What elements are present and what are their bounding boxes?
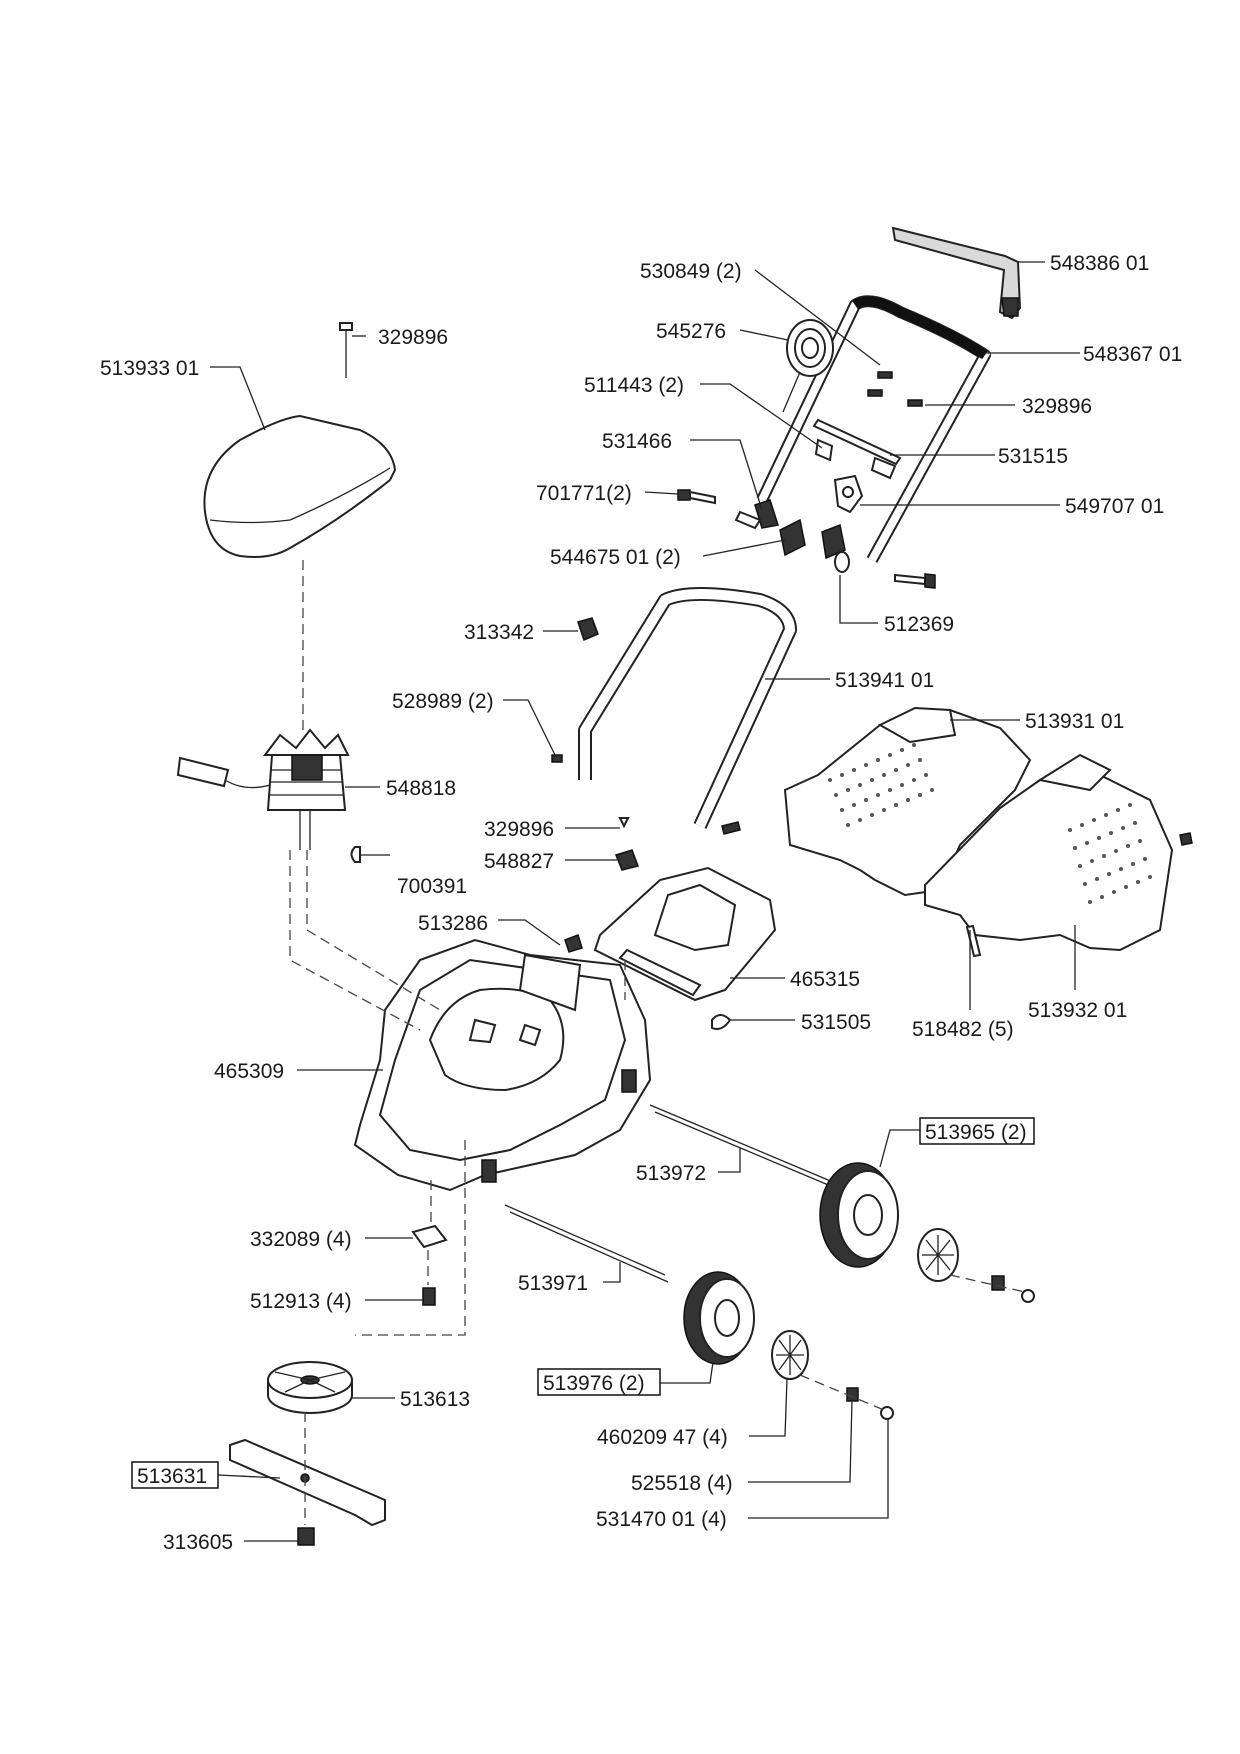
label-513933: 513933 01 bbox=[100, 357, 199, 380]
label-513286: 513286 bbox=[418, 912, 488, 935]
label-513971: 513971 bbox=[518, 1272, 588, 1295]
label-545276: 545276 bbox=[656, 320, 726, 343]
label-548386: 548386 01 bbox=[1050, 252, 1149, 275]
label-332089: 332089 (4) bbox=[250, 1228, 352, 1251]
label-460209: 460209 47 (4) bbox=[597, 1426, 728, 1449]
lower-handle-part bbox=[578, 587, 797, 829]
label-531466: 531466 bbox=[602, 430, 672, 453]
motor-cover-part bbox=[203, 414, 397, 558]
label-518482: 518482 (5) bbox=[912, 1018, 1014, 1041]
front-hubcap-part bbox=[771, 1330, 809, 1380]
label-465309: 465309 bbox=[214, 1060, 284, 1083]
label-548818: 548818 bbox=[386, 777, 456, 800]
label-531515: 531515 bbox=[998, 445, 1068, 468]
label-528989: 528989 (2) bbox=[392, 690, 494, 713]
label-549707: 549707 01 bbox=[1065, 495, 1164, 518]
grass-bag-part bbox=[924, 768, 1174, 952]
front-wheel-part bbox=[683, 1271, 755, 1365]
label-513941: 513941 01 bbox=[835, 669, 934, 692]
cable-reel-part bbox=[782, 319, 834, 413]
label-box-513965 bbox=[919, 1117, 1035, 1145]
upper-handle-group bbox=[677, 226, 1022, 589]
label-544675: 544675 01 (2) bbox=[550, 546, 681, 569]
label-465315: 465315 bbox=[790, 968, 860, 991]
motor-cover-group bbox=[176, 322, 639, 871]
label-511443: 511443 (2) bbox=[584, 374, 684, 397]
label-530849: 530849 (2) bbox=[640, 260, 742, 283]
label-525518: 525518 (4) bbox=[631, 1472, 733, 1495]
nut-plate-part bbox=[411, 1224, 448, 1249]
label-329896-mid: 329896 bbox=[484, 818, 554, 841]
rear-axle-part bbox=[649, 1104, 841, 1186]
deck-group bbox=[353, 866, 777, 1192]
label-513976: 513976 (2) bbox=[543, 1372, 645, 1395]
label-512369: 512369 bbox=[884, 613, 954, 636]
leader-lines bbox=[210, 261, 1080, 1542]
label-513613: 513613 bbox=[400, 1388, 470, 1411]
label-701771: 701771(2) bbox=[536, 482, 632, 505]
label-531505: 531505 bbox=[801, 1011, 871, 1034]
label-box-513976 bbox=[537, 1368, 661, 1396]
blade-bolt-part bbox=[422, 1287, 436, 1306]
label-513631: 513631 bbox=[137, 1465, 207, 1488]
blade-part bbox=[229, 1438, 386, 1527]
switch-lever-part bbox=[891, 226, 1022, 320]
blade-screw-part bbox=[297, 1527, 315, 1546]
label-329896-left: 329896 bbox=[378, 326, 448, 349]
label-548827: 548827 bbox=[484, 850, 554, 873]
label-313342: 313342 bbox=[464, 621, 534, 644]
rear-wheel-part bbox=[819, 1162, 899, 1268]
label-513965: 513965 (2) bbox=[925, 1121, 1027, 1144]
label-512913: 512913 (4) bbox=[250, 1290, 352, 1313]
label-329896-top: 329896 bbox=[1022, 395, 1092, 418]
label-313605: 313605 bbox=[163, 1531, 233, 1554]
label-513931: 513931 01 bbox=[1025, 710, 1124, 733]
rear-hubcap-part bbox=[917, 1228, 959, 1282]
label-513932: 513932 01 bbox=[1028, 999, 1127, 1022]
label-513972: 513972 bbox=[636, 1162, 706, 1185]
fan-part bbox=[267, 1361, 353, 1414]
label-548367: 548367 01 bbox=[1083, 343, 1182, 366]
grass-bag-group bbox=[783, 706, 1193, 958]
front-axle-part bbox=[504, 1204, 666, 1276]
label-box-513631 bbox=[131, 1461, 219, 1489]
motor-part bbox=[176, 728, 350, 850]
label-531470: 531470 01 (4) bbox=[596, 1508, 727, 1531]
label-700391: 700391 bbox=[397, 875, 467, 898]
